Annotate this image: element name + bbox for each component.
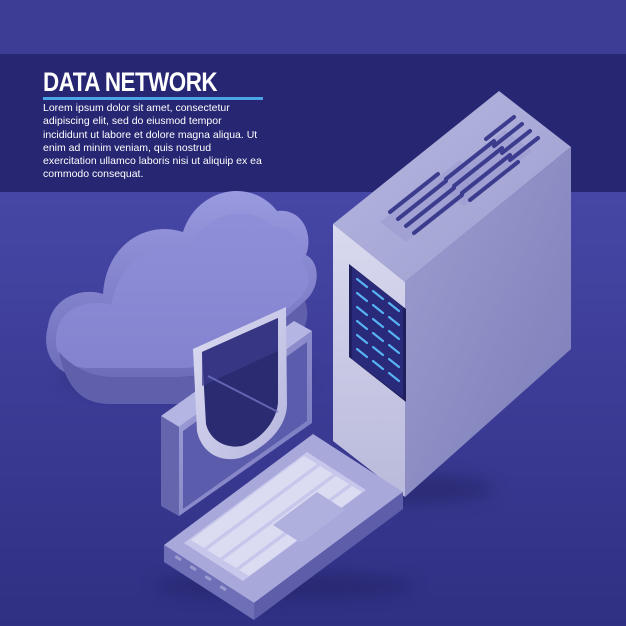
description-line: enim ad minim veniam, quis nostrud (43, 141, 212, 154)
description-line: exercitation ullamco laboris nisi ut ali… (43, 155, 262, 168)
laptop-ports-icon (174, 555, 227, 591)
server-vent-icon (388, 115, 540, 235)
page-title: DATA NETWORK (43, 67, 218, 97)
description-line: commodo consequat. (43, 168, 144, 181)
shield-icon (193, 307, 287, 460)
top-band (0, 0, 626, 54)
description-line: incididunt ut labore et dolore magna ali… (43, 128, 258, 141)
description-line: Lorem ipsum dolor sit amet, consectetur (43, 102, 230, 114)
server-panel-icon (349, 264, 406, 402)
description-line: adipiscing elit, sed do eiusmod tempor (43, 115, 222, 128)
description-text: Lorem ipsum dolor sit amet, consectetur … (43, 102, 293, 182)
accent-underline (43, 97, 263, 100)
server-tower-icon (333, 91, 571, 497)
